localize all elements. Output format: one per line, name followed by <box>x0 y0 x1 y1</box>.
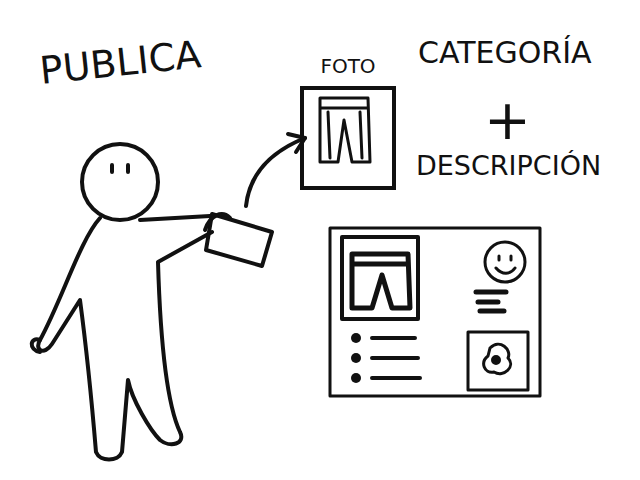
figure-head <box>82 144 158 220</box>
sketch-label: PUBLICA <box>38 35 203 90</box>
figure-eyes <box>112 165 128 172</box>
sketch-label: DESCRIPCIÓN <box>416 152 601 179</box>
location-dot <box>493 357 499 363</box>
phone <box>206 214 272 266</box>
box-outline <box>300 86 396 190</box>
location-blob <box>484 344 511 373</box>
box-heading: FOTO <box>296 56 400 76</box>
detail-lines <box>372 338 420 378</box>
listing-card <box>330 228 540 396</box>
hand <box>205 214 230 230</box>
figure-hand <box>32 339 40 352</box>
figure-arm <box>140 216 210 220</box>
sketch-label: CATEGORÍA <box>418 38 592 68</box>
map-box <box>468 332 528 390</box>
figure-body <box>38 218 212 460</box>
bullet-dots <box>351 333 361 383</box>
pants-icon <box>320 98 370 162</box>
card-pants <box>352 254 410 308</box>
seller-info-bars <box>476 292 506 311</box>
avatar-face <box>496 256 515 273</box>
sketch-label: + <box>484 92 531 148</box>
photo-box: FOTO <box>296 56 400 190</box>
seller-avatar <box>485 242 525 282</box>
card-photo <box>342 237 418 319</box>
